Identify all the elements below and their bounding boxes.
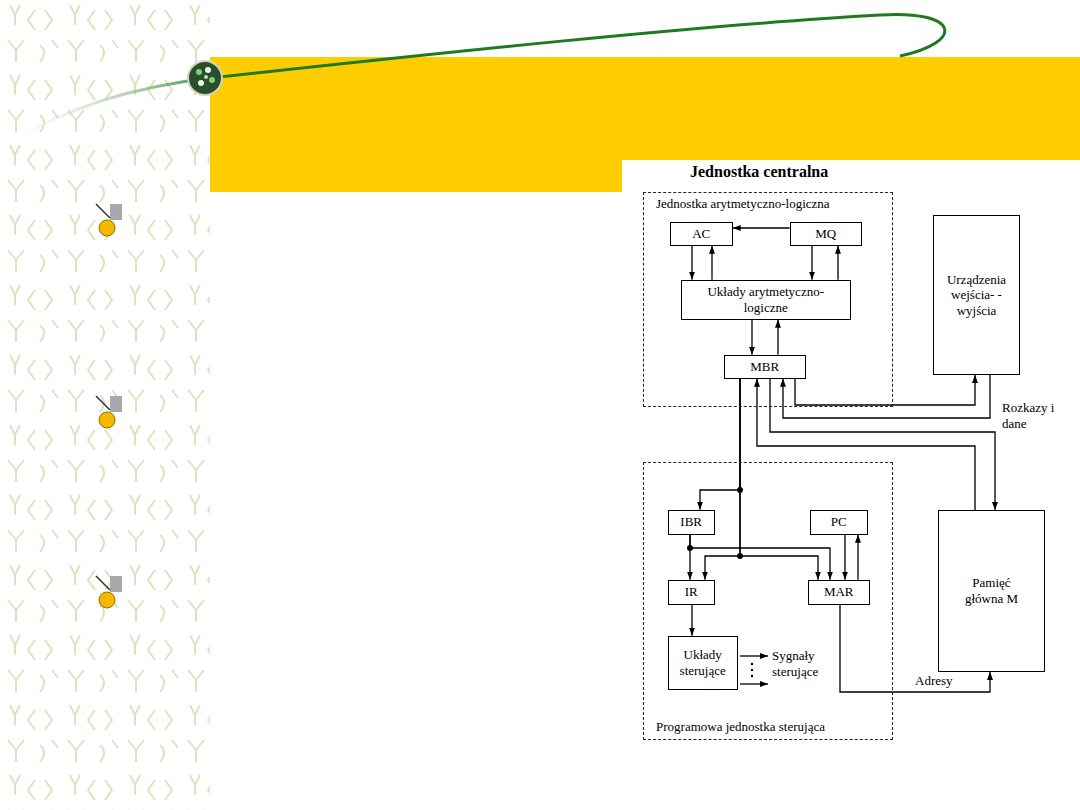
region-heading: Jednostka arytmetyczno-logiczna [656, 196, 830, 212]
signal-arrow [740, 656, 768, 684]
register-box: Urządzenia wejścia- -wyjścia [933, 215, 1020, 375]
register-box: AC [670, 222, 733, 246]
ellipsis-dots [751, 663, 753, 677]
bus-connector [691, 246, 692, 280]
bus-connector [783, 375, 990, 418]
bus-connector [844, 535, 845, 580]
bus-connector [690, 535, 830, 580]
bullet-icon [96, 396, 122, 428]
bus-connector [837, 246, 838, 280]
bus-connector [811, 246, 812, 280]
bus-connector [857, 535, 858, 580]
register-box: Układy sterujące [668, 636, 738, 690]
annotation-label: Rozkazy i dane [1002, 400, 1066, 431]
diagram-panel [622, 160, 1080, 750]
box-label: MQ [815, 226, 836, 242]
bullet-icon [96, 576, 122, 608]
diagram-title: Jednostka centralna [690, 163, 828, 181]
bus-connector [751, 320, 752, 355]
bus-connector [770, 379, 995, 510]
dashed-region: Programowa jednostka sterująca IBR PC IR MAR… [643, 462, 893, 740]
bus-connector [711, 246, 712, 280]
register-box: MAR [808, 580, 870, 605]
box-label: MBR [750, 359, 779, 375]
bus-connector [777, 320, 778, 355]
register-box: Układy arytmetyczno-logiczne [681, 280, 851, 320]
bus-connector [795, 375, 975, 405]
bus-connector [740, 379, 818, 580]
box-label: Układy sterujące [672, 647, 734, 678]
annotation-label: Sygnały sterujące [772, 648, 846, 679]
connector-label: Adresy [913, 673, 955, 689]
region-heading: Programowa jednostka sterująca [656, 719, 825, 735]
register-box: PC [810, 510, 868, 535]
box-label: Układy arytmetyczno-logiczne [687, 284, 845, 315]
box-label: Urządzenia wejścia- -wyjścia [939, 272, 1014, 319]
bus-connector [733, 227, 790, 228]
bus-connector [700, 379, 740, 510]
pattern-strip [0, 0, 210, 810]
orb [188, 61, 222, 95]
register-box: Pamięć główna M [938, 510, 1045, 672]
box-label: Pamięć główna M [955, 575, 1028, 606]
box-label: IBR [680, 514, 702, 530]
box-label: MAR [824, 584, 854, 600]
box-label: IR [685, 584, 698, 600]
swoosh-line [15, 14, 945, 140]
register-box: MQ [790, 222, 862, 246]
bus-connector [691, 605, 692, 636]
bullet-icon [96, 204, 122, 236]
dashed-region: Jednostka arytmetyczno-logicznaAC MQ Układ… [643, 192, 893, 407]
register-box: IBR [668, 510, 715, 535]
register-box: IR [668, 580, 715, 605]
bus-connector [705, 379, 740, 580]
bus-connector [757, 379, 975, 510]
box-label: PC [831, 514, 847, 530]
register-box: MBR [724, 355, 806, 379]
box-label: AC [692, 226, 710, 242]
